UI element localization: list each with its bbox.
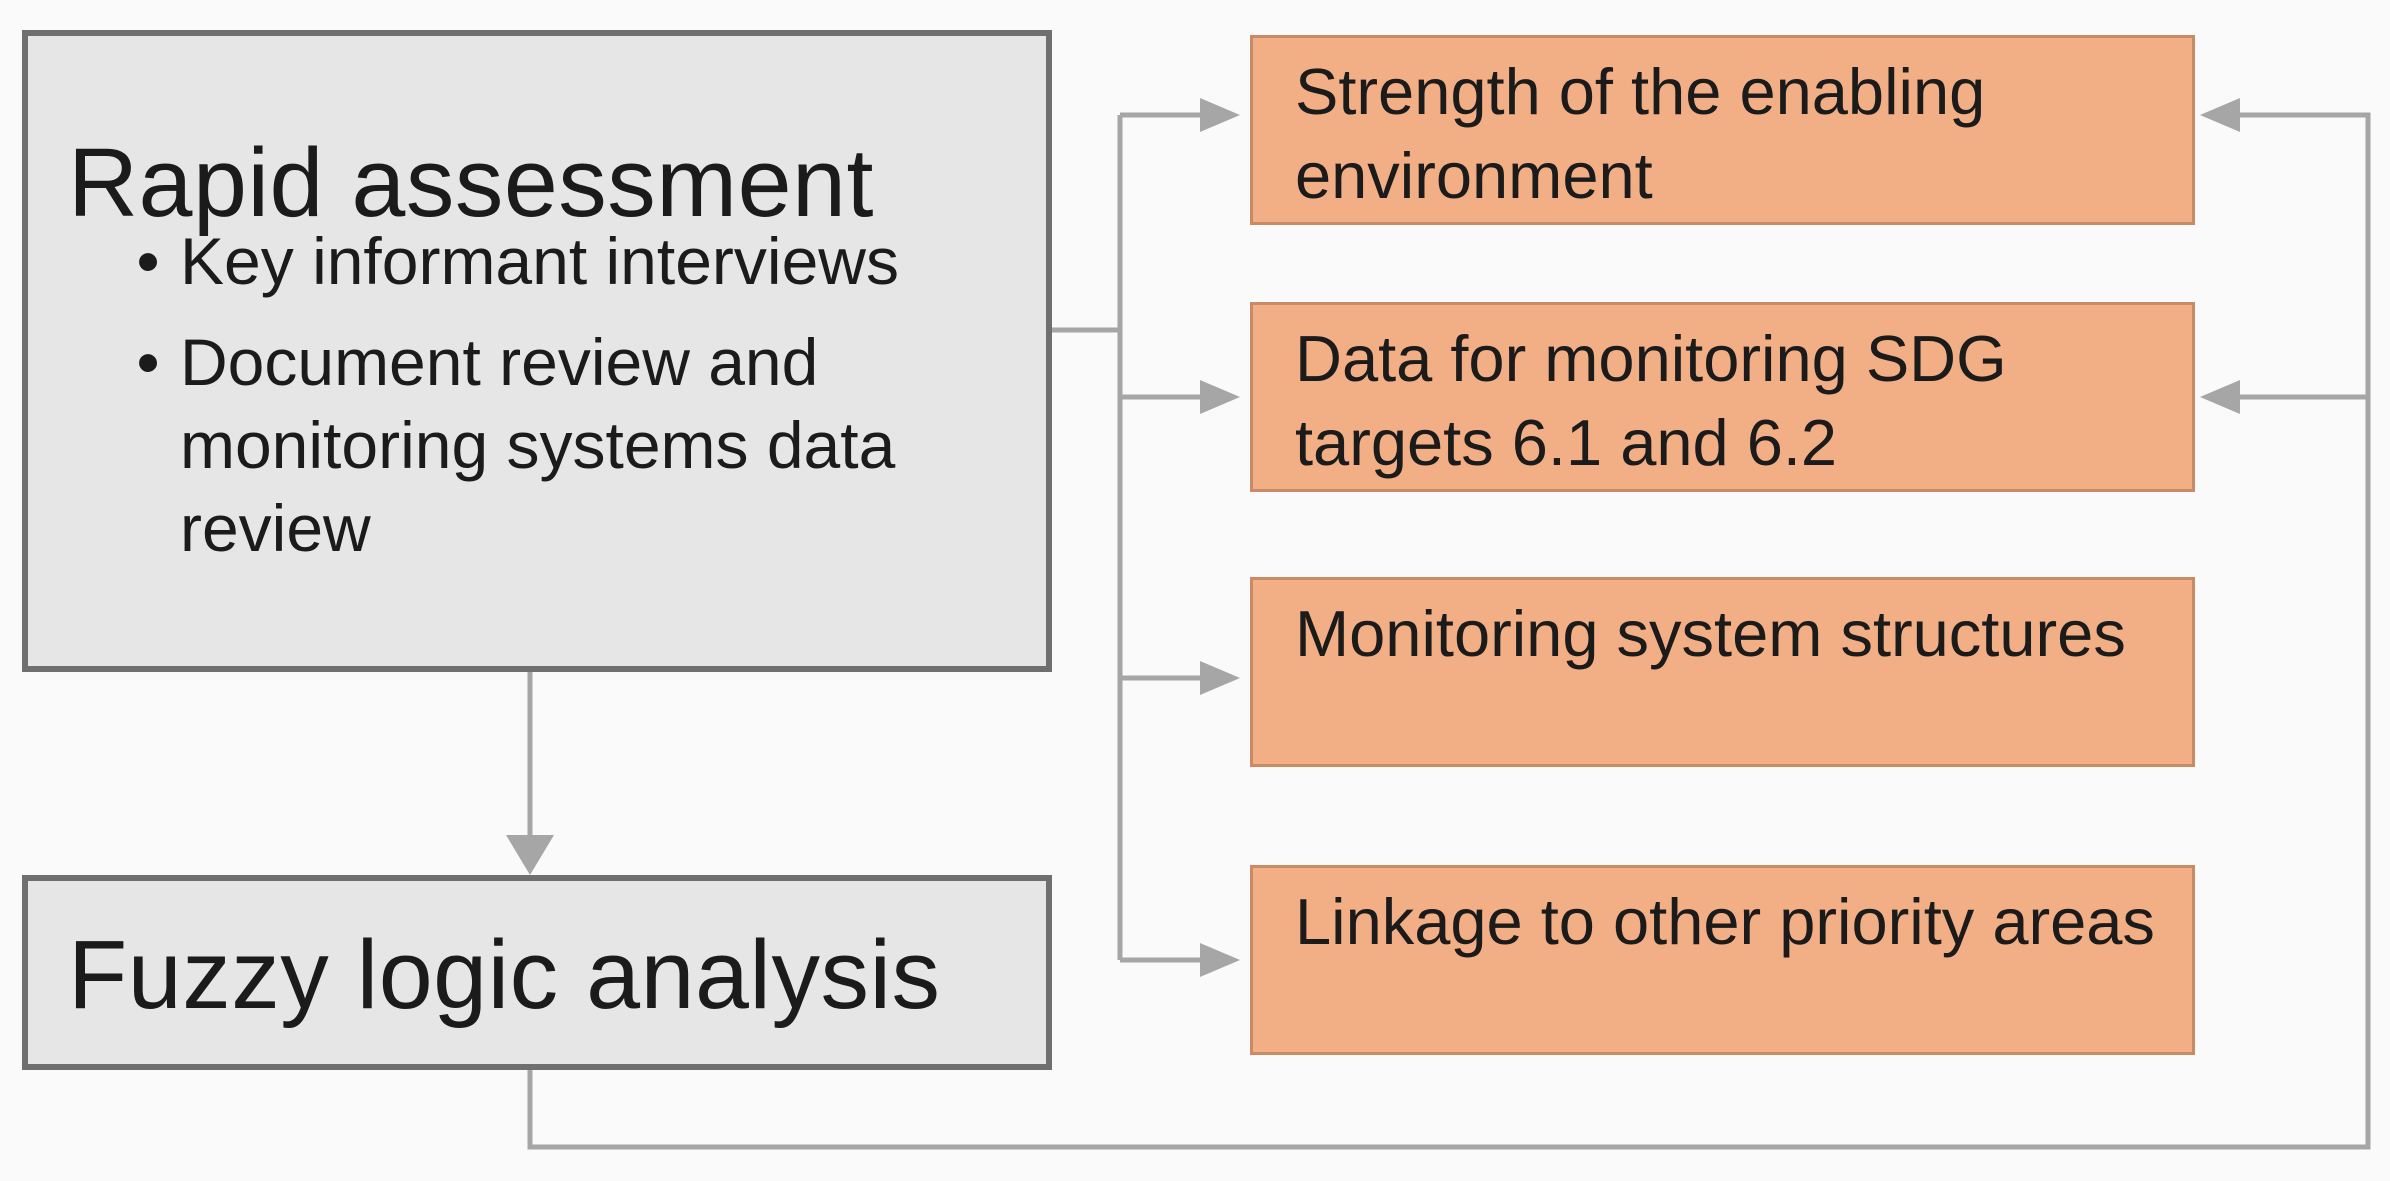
outcome-label: Data for monitoring SDG targets 6.1 and … — [1295, 322, 2007, 479]
rapid-assessment-box: Rapid assessment • Key informant intervi… — [22, 30, 1052, 672]
list-item: • Key informant interviews — [128, 220, 1008, 303]
arrowhead-feedback-outcome-2 — [2200, 380, 2240, 414]
outcome-box-linkage: Linkage to other priority areas — [1250, 865, 2195, 1055]
fuzzy-logic-box: Fuzzy logic analysis — [22, 875, 1052, 1070]
arrowhead-fuzzy — [506, 835, 554, 875]
outcome-label: Monitoring system structures — [1295, 597, 2126, 670]
arrowhead-feedback-outcome-1 — [2200, 98, 2240, 132]
list-item-text: Document review and monitoring systems d… — [180, 325, 896, 565]
outcome-box-system-structures: Monitoring system structures — [1250, 577, 2195, 767]
rapid-assessment-list: • Key informant interviews • Document re… — [128, 220, 1008, 588]
arrowhead-outcome-4 — [1200, 943, 1240, 977]
arrowhead-outcome-3 — [1200, 661, 1240, 695]
connector-fuzzy-feedback — [527, 112, 2371, 1150]
list-item: • Document review and monitoring systems… — [128, 321, 1008, 570]
rapid-assessment-title: Rapid assessment — [68, 128, 874, 237]
fuzzy-logic-title: Fuzzy logic analysis — [68, 920, 941, 1029]
arrowhead-outcome-2 — [1200, 380, 1240, 414]
outcome-label: Strength of the enabling environment — [1295, 55, 1986, 212]
bullet-icon: • — [136, 325, 160, 399]
arrowhead-outcome-1 — [1200, 98, 1240, 132]
outcome-box-enabling-environment: Strength of the enabling environment — [1250, 35, 2195, 225]
outcome-box-sdg-data: Data for monitoring SDG targets 6.1 and … — [1250, 302, 2195, 492]
list-item-text: Key informant interviews — [180, 224, 899, 298]
outcome-label: Linkage to other priority areas — [1295, 885, 2155, 958]
bullet-icon: • — [136, 224, 160, 298]
